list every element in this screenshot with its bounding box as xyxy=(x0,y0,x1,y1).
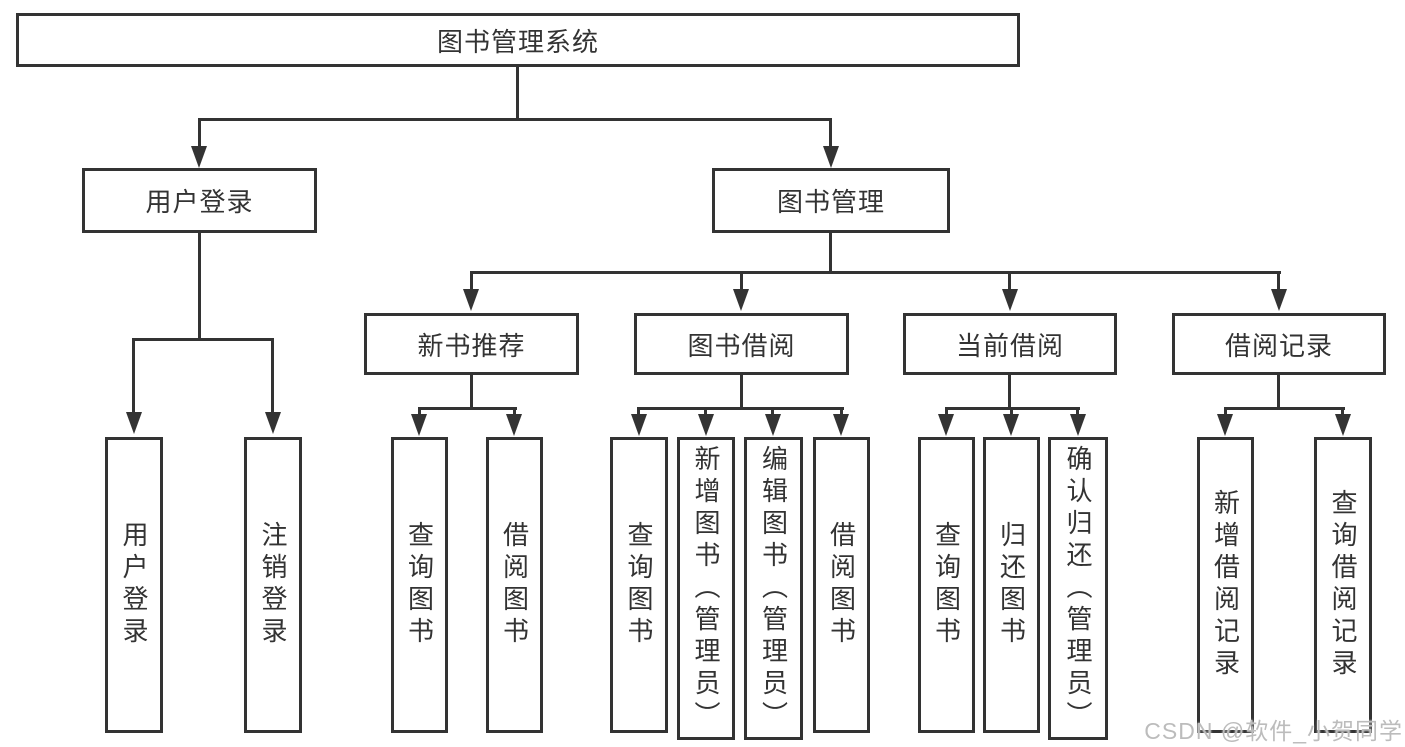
connector xyxy=(1277,375,1280,407)
leaf-logout: 注销登录 xyxy=(244,437,302,733)
connector xyxy=(132,338,135,414)
leaf-label: 新增图书（管理员） xyxy=(691,444,721,733)
node-book-management-system: 图书管理系统 xyxy=(16,13,1020,67)
leaf-edit-book-admin: 编辑图书（管理员） xyxy=(744,437,803,740)
leaf-label: 确认归还（管理员） xyxy=(1063,444,1093,733)
leaf-query-borrow-record: 查询借阅记录 xyxy=(1314,437,1372,733)
arrowhead-down-icon xyxy=(265,412,281,434)
node-label: 借阅记录 xyxy=(1224,330,1333,361)
connector xyxy=(1008,271,1011,291)
leaf-label: 用户登录 xyxy=(119,521,149,649)
leaf-query-books-2: 查询图书 xyxy=(610,437,668,733)
leaf-label: 注销登录 xyxy=(258,521,288,649)
arrowhead-down-icon xyxy=(765,414,781,436)
arrowhead-down-icon xyxy=(506,414,522,436)
leaf-label: 归还图书 xyxy=(996,521,1027,649)
leaf-add-borrow-record: 新增借阅记录 xyxy=(1197,437,1254,733)
connector xyxy=(1224,407,1227,416)
watermark: CSDN @软件_小贺同学 xyxy=(1144,718,1403,744)
connector xyxy=(740,271,743,291)
arrowhead-down-icon xyxy=(698,414,714,436)
node-label: 图书管理 xyxy=(776,187,885,217)
node-new-book-recommend: 新书推荐 xyxy=(364,313,579,375)
arrowhead-down-icon xyxy=(733,289,749,311)
arrowhead-down-icon xyxy=(1070,414,1086,436)
leaf-label: 编辑图书（管理员） xyxy=(758,444,789,733)
arrowhead-down-icon xyxy=(631,414,647,436)
node-borrow-records: 借阅记录 xyxy=(1172,313,1386,375)
connector xyxy=(637,407,844,410)
arrowhead-down-icon xyxy=(126,412,142,434)
leaf-borrow-books-1: 借阅图书 xyxy=(486,437,543,733)
connector xyxy=(840,407,843,416)
node-current-borrow: 当前借阅 xyxy=(903,313,1117,375)
connector xyxy=(1076,407,1079,416)
leaf-label: 查询图书 xyxy=(404,521,435,649)
connector xyxy=(1224,407,1345,410)
arrowhead-down-icon xyxy=(1335,414,1351,436)
connector xyxy=(198,233,201,338)
connector xyxy=(198,118,201,148)
connector xyxy=(945,407,948,416)
connector xyxy=(470,271,1281,274)
leaf-user-login: 用户登录 xyxy=(105,437,163,733)
node-book-management: 图书管理 xyxy=(712,168,950,233)
leaf-confirm-return-admin: 确认归还（管理员） xyxy=(1048,437,1108,740)
arrowhead-down-icon xyxy=(1271,289,1287,311)
leaf-return-book: 归还图书 xyxy=(983,437,1040,733)
connector xyxy=(1277,271,1280,291)
leaf-label: 新增借阅记录 xyxy=(1210,489,1241,681)
arrowhead-down-icon xyxy=(833,414,849,436)
arrowhead-down-icon xyxy=(191,146,207,168)
leaf-label: 借阅图书 xyxy=(826,521,857,649)
connector xyxy=(470,271,473,291)
connector xyxy=(740,375,743,407)
node-user-login: 用户登录 xyxy=(82,168,317,233)
connector xyxy=(516,67,519,118)
arrowhead-down-icon xyxy=(1003,414,1019,436)
leaf-label: 借阅图书 xyxy=(499,521,530,649)
node-label: 用户登录 xyxy=(145,187,254,217)
connector xyxy=(829,233,832,271)
node-label: 新书推荐 xyxy=(417,330,526,361)
leaf-label: 查询图书 xyxy=(931,521,962,649)
arrowhead-down-icon xyxy=(411,414,427,436)
leaf-add-book-admin: 新增图书（管理员） xyxy=(677,437,735,740)
arrowhead-down-icon xyxy=(1002,289,1018,311)
arrowhead-down-icon xyxy=(1217,414,1233,436)
leaf-label: 查询图书 xyxy=(624,521,654,649)
connector xyxy=(1008,375,1011,407)
connector xyxy=(704,407,707,416)
connector xyxy=(771,407,774,416)
connector xyxy=(418,407,421,416)
leaf-query-books-1: 查询图书 xyxy=(391,437,448,733)
connector xyxy=(198,118,832,121)
connector xyxy=(1341,407,1344,416)
connector xyxy=(470,375,473,407)
connector xyxy=(513,407,516,416)
connector xyxy=(1010,407,1013,416)
leaf-borrow-books-2: 借阅图书 xyxy=(813,437,870,733)
leaf-label: 查询借阅记录 xyxy=(1328,489,1358,681)
connector xyxy=(829,118,832,148)
arrowhead-down-icon xyxy=(938,414,954,436)
node-label: 图书借阅 xyxy=(687,330,796,361)
connector xyxy=(271,338,274,414)
node-label: 当前借阅 xyxy=(955,330,1064,361)
connector xyxy=(637,407,640,416)
node-book-borrow: 图书借阅 xyxy=(634,313,849,375)
connector xyxy=(418,407,517,410)
leaf-query-books-3: 查询图书 xyxy=(918,437,975,733)
connector xyxy=(132,338,274,341)
arrowhead-down-icon xyxy=(463,289,479,311)
node-label: 图书管理系统 xyxy=(436,26,599,57)
arrowhead-down-icon xyxy=(823,146,839,168)
